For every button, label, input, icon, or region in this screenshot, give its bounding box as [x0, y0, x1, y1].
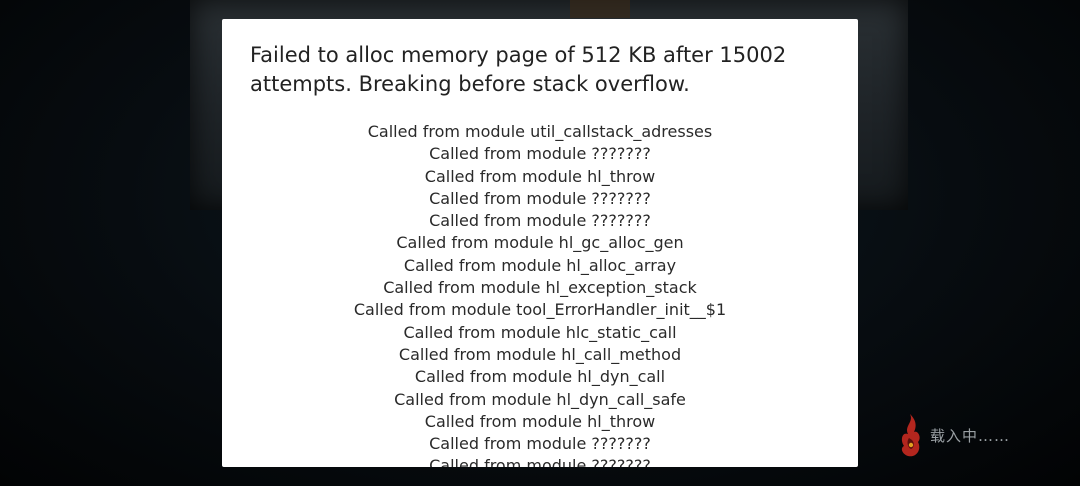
- stack-line: Called from module ???????: [429, 144, 651, 164]
- stack-line: Called from module ???????: [429, 434, 651, 454]
- stack-line: Called from module hlc_static_call: [403, 322, 677, 342]
- stack-line: Called from module hl_exception_stack: [383, 278, 697, 298]
- stack-line: Called from module tool_ErrorHandler_ini…: [353, 300, 727, 320]
- stack-line: Called from module util_callstack_adress…: [367, 122, 713, 141]
- stack-line: Called from module hl_dyn_call_safe: [394, 389, 686, 409]
- stack-line: Called from module ???????: [429, 456, 651, 467]
- call-stack-list: Called from module util_callstack_adress…: [222, 121, 858, 467]
- loading-indicator: 载入中……: [896, 412, 1010, 458]
- stack-line: Called from module ???????: [429, 211, 651, 231]
- loading-text: 载入中……: [930, 426, 1011, 445]
- error-dialog: Failed to alloc memory page of 512 KB af…: [222, 19, 858, 467]
- stack-line: Called from module hl_throw: [424, 411, 656, 431]
- stack-line: Called from module ???????: [429, 188, 651, 208]
- stack-line: Called from module hl_alloc_array: [403, 255, 677, 275]
- stack-line: Called from module hl_throw: [424, 166, 656, 186]
- flame-icon: [896, 412, 924, 458]
- stack-line: Called from module hl_call_method: [398, 344, 682, 364]
- error-message: Failed to alloc memory page of 512 KB af…: [250, 43, 787, 96]
- stack-line: Called from module hl_gc_alloc_gen: [396, 233, 684, 253]
- stack-line: Called from module hl_dyn_call: [414, 367, 666, 387]
